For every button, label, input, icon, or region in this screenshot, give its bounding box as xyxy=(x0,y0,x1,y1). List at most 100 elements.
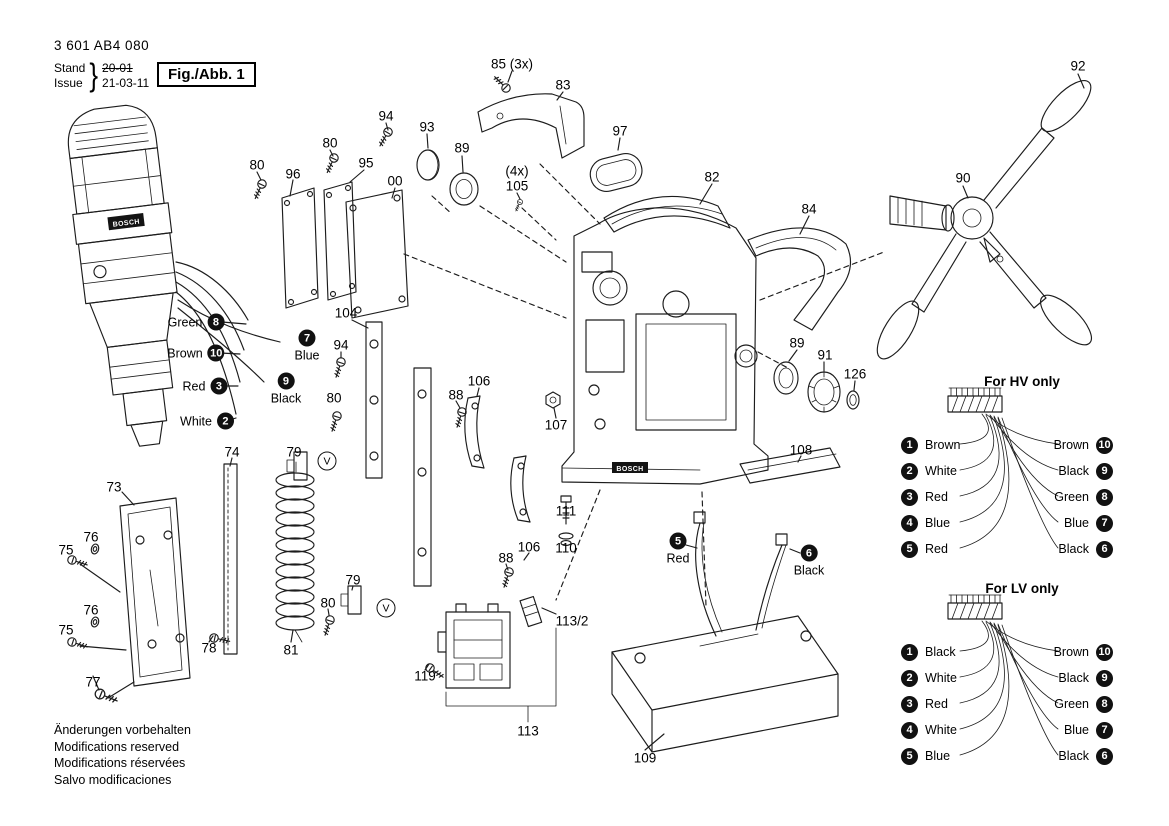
part-label-88: 88 xyxy=(448,387,464,403)
adjustment-rings xyxy=(773,361,860,413)
part-label-119: 119 xyxy=(414,668,436,684)
wire-color-label: Black xyxy=(1058,542,1089,556)
stand-label: Stand xyxy=(54,60,86,75)
wire-number-badge: 4 xyxy=(901,721,918,739)
part-label-76: 76 xyxy=(83,602,99,618)
power-wires xyxy=(693,511,788,637)
part-label-90: 90 xyxy=(955,170,971,186)
footer-note: Änderungen vorbehalten Modifications res… xyxy=(54,722,191,788)
part-label-78: 78 xyxy=(201,640,217,656)
part-label-80: 80 xyxy=(322,135,338,151)
wire-number-badge: 7 xyxy=(298,329,316,347)
part-label-00: 00 xyxy=(387,173,403,189)
part-label-106: 106 xyxy=(467,373,491,389)
part-label-75: 75 xyxy=(58,622,74,638)
v-marker: V xyxy=(317,451,337,471)
part-label-94: 94 xyxy=(378,108,394,124)
lv-title: For LV only xyxy=(985,581,1059,596)
part-label-85-3x-: 85 (3x) xyxy=(490,56,534,72)
wiring-row-black-6: Black 6 xyxy=(1058,743,1113,769)
coiled-cable xyxy=(275,461,315,643)
wire-color-label: White xyxy=(925,464,957,478)
part-label-80: 80 xyxy=(249,157,265,173)
main-housing: BOSCH xyxy=(561,195,769,485)
wire-number-badge: 6 xyxy=(1096,540,1113,558)
part-label-126: 126 xyxy=(843,366,867,382)
wire-color-label: Black xyxy=(270,391,302,406)
wire-number-badge: 8 xyxy=(207,313,225,331)
wire-color-label: White xyxy=(180,414,212,428)
wire-color-label: Red xyxy=(925,542,948,556)
housing-brand-label: BOSCH xyxy=(616,466,643,473)
wire-color-label: Brown xyxy=(1053,645,1089,659)
part-label-74: 74 xyxy=(224,444,240,460)
hv-connector-drawing xyxy=(947,387,1059,549)
part-label-96: 96 xyxy=(285,166,301,182)
wire-color-label: Red xyxy=(666,551,690,566)
wire-number-badge: 3 xyxy=(901,695,918,713)
part-label-109: 109 xyxy=(633,750,657,766)
wire-color-label: Brown xyxy=(167,346,203,360)
part-label-113: 113 xyxy=(517,723,539,739)
old-issue-date: 20-01 xyxy=(102,60,133,75)
magnet-base xyxy=(611,615,839,753)
part-label-81: 81 xyxy=(283,642,299,658)
v-marker: V xyxy=(376,598,396,618)
part-label-110: 110 xyxy=(555,540,577,556)
brush-holder-bottom xyxy=(340,585,362,615)
brace-glyph: } xyxy=(89,56,99,94)
wire-number-badge: 5 xyxy=(669,532,687,550)
cover-plates xyxy=(281,181,409,319)
brush-holder-top xyxy=(286,451,308,481)
wire-color-label: Black xyxy=(793,563,825,578)
issue-date: 21-03-11 xyxy=(102,75,150,90)
footer-line-de: Änderungen vorbehalten xyxy=(54,723,191,737)
wire-number-badge: 8 xyxy=(1096,695,1113,713)
part-label-77: 77 xyxy=(85,674,101,690)
hv-title: For HV only xyxy=(984,374,1060,389)
wire-number-badge: 7 xyxy=(1096,514,1113,532)
motor-brand-label: BOSCH xyxy=(112,218,140,228)
construction-lines xyxy=(403,163,885,607)
wire-number-badge: 6 xyxy=(800,544,818,562)
wire-number-badge: 5 xyxy=(901,540,918,558)
wire-color-label: Brown xyxy=(925,438,961,452)
wire-number-badge: 9 xyxy=(1096,462,1113,480)
wire-color-label: Blue xyxy=(925,749,951,763)
part-label-111: 111 xyxy=(555,503,577,519)
wire-number-badge: 2 xyxy=(901,669,918,687)
wire-color-label: Black xyxy=(1058,749,1089,763)
part-label-89: 89 xyxy=(454,140,470,156)
terminal-strips xyxy=(464,391,574,546)
feed-handle-assembly xyxy=(876,80,1092,360)
wire-color-label: Black xyxy=(925,645,956,659)
wire-number-badge: 3 xyxy=(210,377,228,395)
wire-number-badge: 1 xyxy=(901,643,918,661)
part-label-93: 93 xyxy=(419,119,435,135)
issue-label: Issue xyxy=(54,75,83,90)
part-label-88: 88 xyxy=(498,550,514,566)
part-label-108: 108 xyxy=(789,442,813,458)
wire-number-badge: 6 xyxy=(1096,747,1113,765)
wire-color-label: Black xyxy=(1058,464,1089,478)
knob-93 xyxy=(416,149,440,181)
part-label-79: 79 xyxy=(345,572,361,588)
motor-unit: BOSCH xyxy=(67,104,178,447)
title-block: 3 601 AB4 080 Stand Issue } 20-01 21-03-… xyxy=(54,38,150,94)
part-label-89: 89 xyxy=(789,335,805,351)
part-label-95: 95 xyxy=(358,155,374,171)
